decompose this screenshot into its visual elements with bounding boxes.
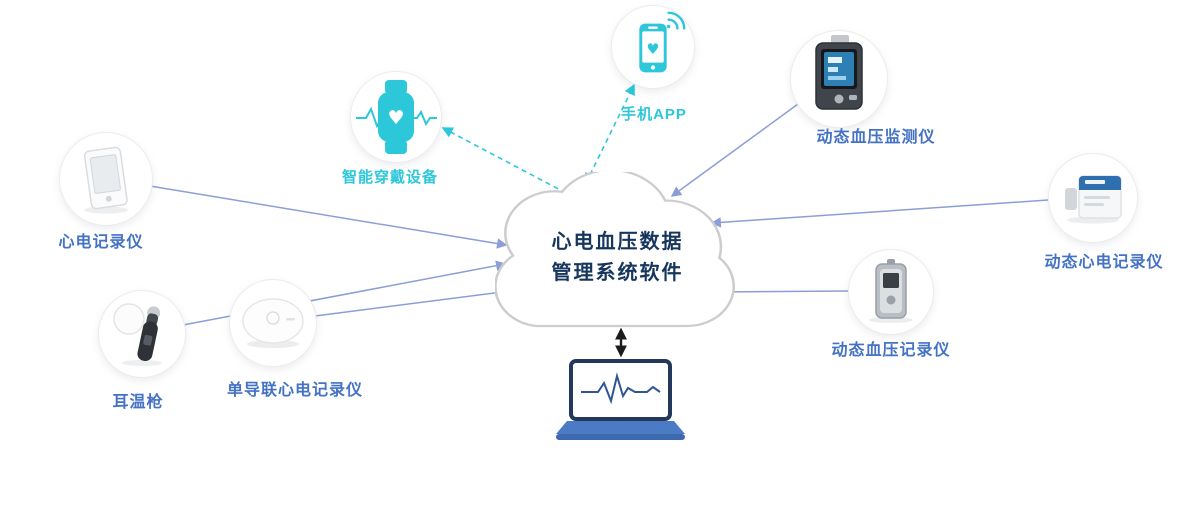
laptop-ecg-icon <box>553 358 688 446</box>
bp-recorder-label: 动态血压记录仪 <box>831 342 951 359</box>
wire-holter-to-cloud <box>710 199 1049 228</box>
ecg-recorder-label: 心电记录仪 <box>58 234 144 251</box>
ear-thermometer-label: 耳温枪 <box>112 394 164 411</box>
bp-recorder-icon <box>848 249 934 335</box>
cloud-title-line2: 管理系统软件 <box>551 262 684 284</box>
wire-ecg-recorder-to-cloud <box>149 185 508 249</box>
cloud-title: 心电血压数据 管理系统软件 <box>495 227 740 289</box>
ecg-recorder-icon <box>59 132 153 226</box>
smartwatch-label: 智能穿戴设备 <box>341 169 439 186</box>
cloud-title-line1: 心电血压数据 <box>551 231 684 253</box>
ear-thermometer-icon <box>98 290 186 378</box>
wire-single-lead-ecg-to-cloud <box>314 286 512 317</box>
smartphone-app-icon: ♥ <box>611 5 695 89</box>
wire-cloud-to-phone-dashed <box>585 83 635 185</box>
svg-text:♥: ♥ <box>387 107 404 129</box>
holter-recorder-icon <box>1048 153 1138 243</box>
cloud-system: 心电血压数据 管理系统软件 <box>495 172 740 337</box>
smartwatch-icon: ♥ <box>350 71 442 163</box>
single-lead-ecg-patch-icon <box>229 279 317 367</box>
single-lead-ecg-label: 单导联心电记录仪 <box>226 382 364 399</box>
abpm-monitor-icon <box>790 30 888 128</box>
phone-app-label: 手机APP <box>621 106 687 123</box>
abpm-monitor-label: 动态血压监测仪 <box>816 129 936 146</box>
holter-recorder-label: 动态心电记录仪 <box>1044 254 1164 271</box>
svg-text:♥: ♥ <box>646 41 659 58</box>
